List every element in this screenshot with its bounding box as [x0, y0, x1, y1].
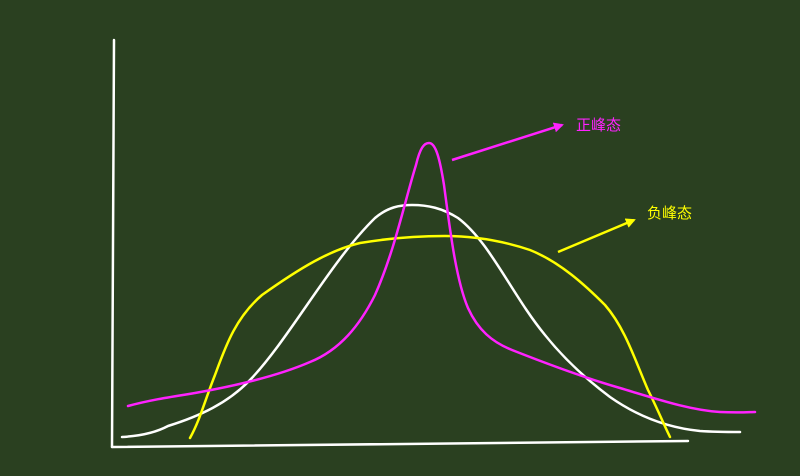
positive-kurtosis-curve — [126, 141, 757, 414]
positive-kurtosis-arrow — [451, 122, 564, 162]
y-axis — [110, 38, 116, 449]
negative-kurtosis-arrow — [557, 218, 636, 254]
negative-kurtosis-curve — [188, 234, 672, 440]
x-axis — [110, 439, 690, 449]
negative-kurtosis-label: 负峰态 — [647, 204, 693, 222]
positive-kurtosis-label: 正峰态 — [576, 116, 622, 134]
normal-curve — [120, 203, 742, 439]
